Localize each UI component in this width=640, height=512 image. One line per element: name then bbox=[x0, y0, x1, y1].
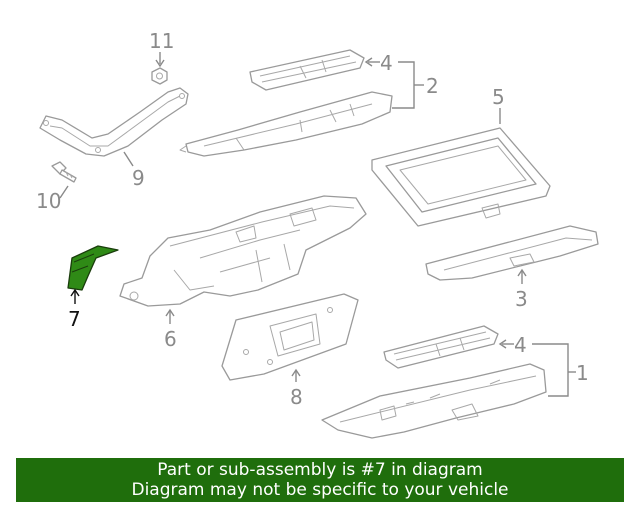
callout-10: 10 bbox=[36, 189, 61, 213]
arrow-4-lower bbox=[498, 339, 507, 349]
part-4-lower-panel bbox=[383, 325, 499, 369]
callout-11: 11 bbox=[149, 29, 174, 53]
callout-3: 3 bbox=[515, 287, 528, 311]
arrow-3 bbox=[517, 268, 527, 277]
arrow-6 bbox=[165, 308, 175, 317]
arrow-11 bbox=[155, 59, 165, 68]
notice-line-part: Part or sub-assembly is #7 in diagram bbox=[157, 460, 483, 480]
part-5-frame bbox=[371, 127, 551, 227]
part-11-nut bbox=[151, 67, 168, 85]
arrow-7 bbox=[70, 288, 80, 297]
notice-line-disclaimer: Diagram may not be specific to your vehi… bbox=[131, 480, 509, 500]
leader-10 bbox=[59, 185, 69, 199]
arrow-8 bbox=[291, 368, 301, 377]
part-6-main-assembly bbox=[119, 195, 367, 307]
callout-2: 2 bbox=[426, 74, 439, 98]
arrow-4-upper bbox=[364, 57, 373, 67]
bracket-2 bbox=[392, 61, 415, 109]
part-3-rail bbox=[425, 225, 599, 281]
part-8-panel bbox=[221, 293, 359, 381]
part-9-bracket bbox=[39, 87, 189, 157]
callout-4-lower: 4 bbox=[514, 333, 527, 357]
part-10-bolt bbox=[51, 161, 77, 183]
part-2-tray bbox=[179, 91, 393, 157]
part-4-upper-panel bbox=[249, 49, 365, 91]
leader-9 bbox=[123, 151, 134, 167]
callout-9: 9 bbox=[132, 166, 145, 190]
callout-4-upper: 4 bbox=[380, 51, 393, 75]
callout-8: 8 bbox=[290, 385, 303, 409]
callout-1: 1 bbox=[576, 361, 589, 385]
part-1-lower-tray bbox=[321, 363, 547, 439]
callout-6: 6 bbox=[164, 327, 177, 351]
callout-5: 5 bbox=[492, 85, 505, 109]
part-7-highlighted-bracket bbox=[67, 245, 119, 291]
notice-banner: Part or sub-assembly is #7 in diagram Di… bbox=[16, 458, 624, 502]
callout-7: 7 bbox=[68, 307, 81, 331]
bracket-1 bbox=[532, 343, 569, 397]
